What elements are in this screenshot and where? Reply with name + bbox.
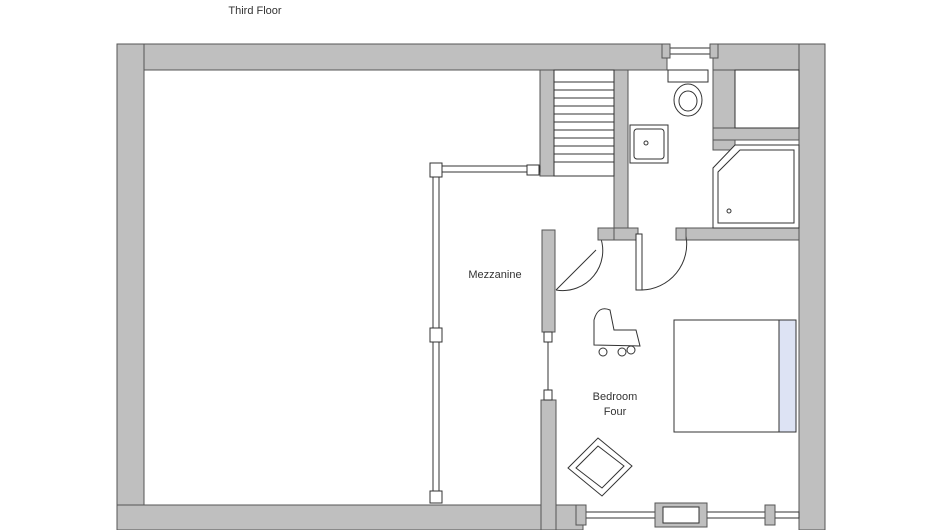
toilet-cistern-icon [667,69,709,83]
wall-stair-left [539,69,555,177]
floor-title: Third Floor [228,5,282,17]
wall-bedroom-left-lower [540,399,557,530]
fixtures [429,43,800,528]
bed-pillow [778,319,797,433]
wall-stair-right [613,69,629,241]
room-label-line1: Bedroom [592,391,638,403]
wall-right [798,43,826,530]
room-label-bedroom-four: Bedroom Four [570,390,660,420]
wall-bath-bottom [613,227,639,241]
room-label-line2: Four [603,406,627,418]
staircase [553,69,615,177]
chair-icon [593,308,641,347]
cupboard [734,69,800,129]
window-top [666,47,714,55]
rug-icon [567,437,633,497]
wall-left [116,43,145,530]
wall-bath-lower [685,227,800,241]
balustrade-top [439,165,541,173]
door-mezzanine [555,235,604,292]
door-bathroom [635,233,688,291]
wall-top-left [116,43,668,71]
wall-bottom-left [116,504,584,530]
stair-treads [554,81,614,163]
outer-walls [116,43,826,530]
bed [673,319,797,433]
room-label-mezzanine: Mezzanine [468,269,522,281]
wall-bath-pillar-bottom [712,127,800,141]
